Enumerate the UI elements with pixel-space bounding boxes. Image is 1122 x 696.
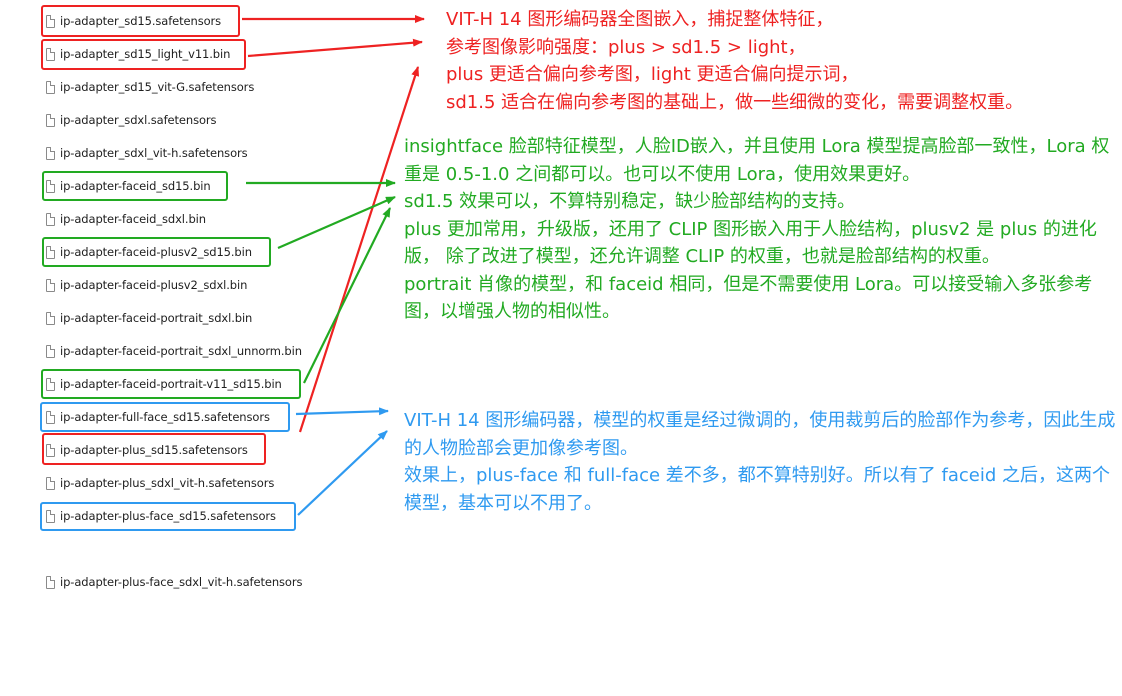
file-icon xyxy=(46,80,55,94)
file-name: ip-adapter-faceid-plusv2_sd15.bin xyxy=(60,245,252,259)
file-icon xyxy=(46,146,55,160)
file-icon xyxy=(46,113,55,127)
note-red-line: 参考图像影响强度：plus > sd1.5 > light， xyxy=(446,36,806,58)
file-name: ip-adapter_sdxl_vit-h.safetensors xyxy=(60,146,248,160)
note-green-line: portrait 肖像的模型，和 faceid 相同，但是不需要使用 Lora。… xyxy=(404,273,1093,323)
file-name: ip-adapter_sd15_vit-G.safetensors xyxy=(60,80,255,94)
file-item[interactable]: ip-adapter_sd15_vit-G.safetensors xyxy=(46,76,254,98)
highlight-box-red xyxy=(42,433,266,465)
file-icon xyxy=(46,575,55,589)
note-blue-line: VIT-H 14 图形编码器，模型的权重是经过微调的，使用裁剪后的脸部作为参考，… xyxy=(404,410,1116,459)
file-item[interactable]: ip-adapter-faceid_sdxl.bin xyxy=(46,208,206,230)
note-red-line: sd1.5 适合在偏向参考图的基础上，做一些细微的变化，需要调整权重。 xyxy=(446,91,1024,113)
arrow-blue xyxy=(297,430,388,516)
note-green-line: insightface 脸部特征模型，人脸ID嵌入，并且使用 Lora 模型提高… xyxy=(404,136,1110,185)
file-icon xyxy=(46,212,55,226)
file-item[interactable]: ip-adapter-faceid-portrait_sdxl_unnorm.b… xyxy=(46,340,302,362)
note-green-line: sd1.5 效果可以，不算特别稳定，缺少脸部结构的支持。 xyxy=(404,191,856,212)
file-name: ip-adapter_sd15_light_v11.bin xyxy=(60,47,231,61)
file-name: ip-adapter-faceid_sdxl.bin xyxy=(60,212,206,226)
file-item[interactable]: ip-adapter_sd15_light_v11.bin xyxy=(46,43,230,65)
note-red-line: VIT-H 14 图形编码器全图嵌入，捕捉整体特征， xyxy=(446,9,834,30)
file-name: ip-adapter-plus_sd15.safetensors xyxy=(60,443,248,457)
file-item[interactable]: ip-adapter-faceid-portrait_sdxl.bin xyxy=(46,307,252,329)
file-name: ip-adapter-faceid-portrait_sdxl_unnorm.b… xyxy=(60,344,302,358)
arrow-blue xyxy=(295,407,389,416)
file-icon xyxy=(46,278,55,292)
file-item[interactable]: ip-adapter-plus-face_sd15.safetensors xyxy=(46,505,276,527)
arrow-green xyxy=(277,195,396,250)
highlight-box-red xyxy=(41,5,240,37)
highlight-box-green xyxy=(42,237,271,267)
file-item[interactable]: ip-adapter-faceid-plusv2_sdxl.bin xyxy=(46,274,247,296)
file-name: ip-adapter-faceid-portrait_sdxl.bin xyxy=(60,311,253,325)
file-icon xyxy=(46,179,55,193)
file-item[interactable]: ip-adapter-plus-face_sdxl_vit-h.safetens… xyxy=(46,571,302,593)
file-icon xyxy=(46,476,55,490)
file-icon xyxy=(46,509,55,523)
highlight-box-green xyxy=(41,369,301,399)
file-icon xyxy=(46,14,55,28)
note-red: VIT-H 14 图形编码器全图嵌入，捕捉整体特征， 参考图像影响强度：plus… xyxy=(446,6,1116,116)
highlight-box-red xyxy=(41,39,246,70)
note-red-line: plus 更适合偏向参考图，light 更适合偏向提示词， xyxy=(446,64,859,85)
file-name: ip-adapter_sd15.safetensors xyxy=(60,14,222,28)
file-icon xyxy=(46,443,55,457)
file-item[interactable]: ip-adapter_sd15.safetensors xyxy=(46,10,221,32)
file-item[interactable]: ip-adapter_sdxl_vit-h.safetensors xyxy=(46,142,248,164)
file-icon xyxy=(46,410,55,424)
file-name: ip-adapter-plus-face_sd15.safetensors xyxy=(60,509,276,523)
file-icon xyxy=(46,245,55,259)
file-list: ip-adapter_sd15.safetensors ip-adapter_s… xyxy=(0,0,340,696)
note-green-line: plus 更加常用，升级版，还用了 CLIP 图形嵌入用于人脸结构，plusv2… xyxy=(404,218,1097,268)
arrow-red xyxy=(298,66,420,433)
highlight-box-blue xyxy=(40,402,290,432)
file-name: ip-adapter-plus_sdxl_vit-h.safetensors xyxy=(60,476,275,490)
highlight-box-green xyxy=(42,171,228,201)
file-name: ip-adapter-faceid-plusv2_sdxl.bin xyxy=(60,278,248,292)
highlight-box-blue xyxy=(40,502,296,531)
file-item[interactable]: ip-adapter-faceid-portrait-v11_sd15.bin xyxy=(46,373,282,395)
note-blue-line: 效果上，plus-face 和 full-face 差不多，都不算特别好。所以有… xyxy=(404,465,1110,514)
note-blue: VIT-H 14 图形编码器，模型的权重是经过微调的，使用裁剪后的脸部作为参考，… xyxy=(404,407,1116,517)
file-name: ip-adapter-faceid_sd15.bin xyxy=(60,179,211,193)
note-green: insightface 脸部特征模型，人脸ID嵌入，并且使用 Lora 模型提高… xyxy=(404,133,1122,326)
file-icon xyxy=(46,311,55,325)
file-name: ip-adapter_sdxl.safetensors xyxy=(60,113,217,127)
file-item[interactable]: ip-adapter_sdxl.safetensors xyxy=(46,109,217,131)
file-icon xyxy=(46,344,55,358)
file-item[interactable]: ip-adapter-plus_sdxl_vit-h.safetensors xyxy=(46,472,274,494)
arrow-red xyxy=(247,38,423,58)
file-name: ip-adapter-full-face_sd15.safetensors xyxy=(60,410,270,424)
file-icon xyxy=(46,377,55,391)
file-name: ip-adapter-plus-face_sdxl_vit-h.safetens… xyxy=(60,575,303,589)
arrow-green xyxy=(303,207,391,384)
file-item[interactable]: ip-adapter-faceid-plusv2_sd15.bin xyxy=(46,241,252,263)
file-item[interactable]: ip-adapter-faceid_sd15.bin xyxy=(46,175,211,197)
file-item[interactable]: ip-adapter-full-face_sd15.safetensors xyxy=(46,406,270,428)
file-icon xyxy=(46,47,55,61)
file-item[interactable]: ip-adapter-plus_sd15.safetensors xyxy=(46,439,248,461)
file-name: ip-adapter-faceid-portrait-v11_sd15.bin xyxy=(60,377,282,391)
